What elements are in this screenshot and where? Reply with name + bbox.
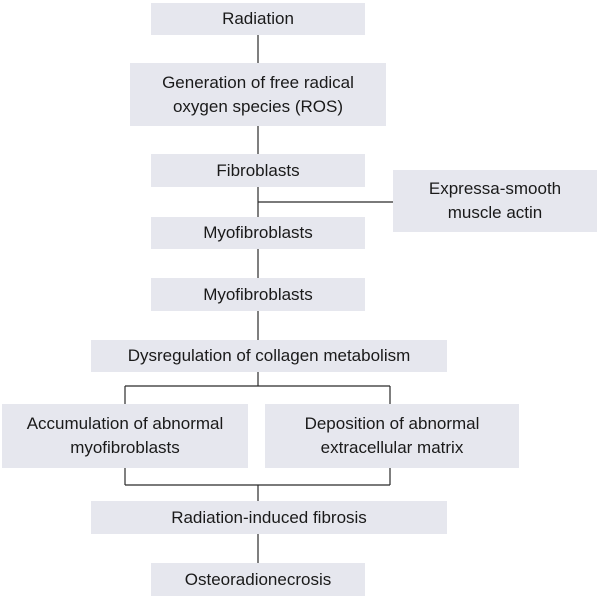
node-fibroblasts: Fibroblasts	[151, 154, 365, 187]
node-ros: Generation of free radical oxygen specie…	[130, 63, 386, 126]
node-radiation-label: Radiation	[222, 9, 294, 28]
node-accumulation: Accumulation of abnormal myofibroblasts	[2, 404, 248, 468]
node-actin: Expressa-smooth muscle actin	[393, 170, 597, 232]
node-fibrosis: Radiation-induced fibrosis	[91, 501, 447, 534]
node-radiation: Radiation	[151, 3, 365, 35]
node-deposition-label-line1: Deposition of abnormal	[304, 414, 480, 433]
node-deposition: Deposition of abnormal extracellular mat…	[265, 404, 519, 468]
node-myofibroblasts-1-label: Myofibroblasts	[203, 223, 313, 242]
node-myofibroblasts-2: Myofibroblasts	[151, 278, 365, 311]
node-osteoradionecrosis-label: Osteoradionecrosis	[184, 569, 332, 589]
node-accumulation-label-line2: myofibroblasts	[70, 438, 180, 457]
node-osteoradionecrosis: Osteoradionecrosis	[151, 563, 365, 596]
node-myofibroblasts-2-label: Myofibroblasts	[203, 284, 313, 304]
node-accumulation-label-line1: Accumulation of abnormal	[26, 414, 224, 433]
node-fibroblasts-label: Fibroblasts	[216, 160, 300, 180]
node-dysregulation-label: Dysregulation of collagen metabolism	[127, 346, 411, 365]
node-dysregulation: Dysregulation of collagen metabolism	[91, 340, 447, 372]
node-ros-label-line1: Generation of free radical	[162, 72, 354, 92]
node-fibrosis-label: Radiation-induced fibrosis	[171, 507, 367, 527]
node-ros-label-line2: oxygen species (ROS)	[172, 96, 344, 116]
node-actin-label-line2: muscle actin	[447, 203, 543, 222]
node-actin-label-line1: Expressa-smooth	[428, 179, 562, 198]
node-deposition-label-line2: extracellular matrix	[320, 438, 464, 457]
node-myofibroblasts-1: Myofibroblasts	[151, 217, 365, 249]
